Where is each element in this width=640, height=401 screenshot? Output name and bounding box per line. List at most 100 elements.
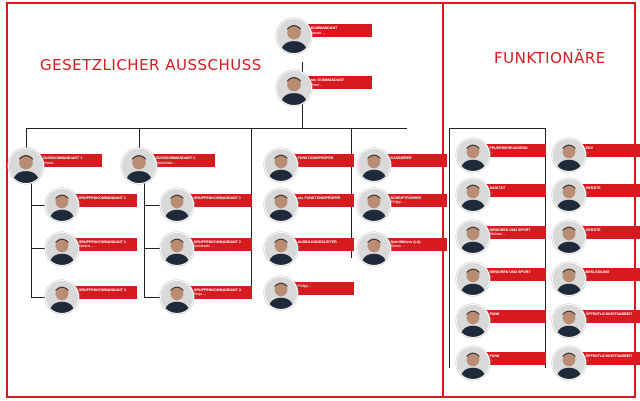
role-label: GERÄTE... <box>569 225 640 239</box>
person-name: Philipp ... <box>390 200 406 205</box>
person-card: FEUERWEHRJUGEND... <box>456 138 546 172</box>
person-name: ... <box>585 358 589 363</box>
role-title: ZUGSKOMMANDANT 1 <box>42 156 83 161</box>
role-title: GERÄTE <box>585 185 601 190</box>
person-photo-icon <box>456 178 490 212</box>
person-photo-icon <box>456 262 490 296</box>
role-label: Philipp ... <box>281 281 354 295</box>
person-photo-icon <box>357 232 391 266</box>
person-card: Philipp ... <box>264 276 354 310</box>
person-photo-icon <box>264 188 298 222</box>
role-title: GRUPPENKOMMANDANT 3 <box>78 287 126 292</box>
person-photo-icon <box>456 138 490 172</box>
role-label: EDV... <box>569 143 640 157</box>
connector-line <box>545 128 546 368</box>
role-label: GRUPPENKOMMANDANT 3... <box>62 285 137 299</box>
person-card: FUNKTIONSPRÜFER... <box>264 148 354 182</box>
person-name: Michael ... <box>489 232 506 237</box>
person-card: BEKLEIDUNG... <box>552 262 640 296</box>
role-title: KOMMANDANT <box>310 26 338 31</box>
person-name: ... <box>489 316 493 321</box>
person-card: SANITÄT... <box>456 178 546 212</box>
connector-line <box>351 168 352 258</box>
person-photo-icon <box>357 188 391 222</box>
connector-line <box>26 128 27 148</box>
connector-line <box>31 248 51 249</box>
connector-line <box>31 205 51 206</box>
person-name: Maximilian ... <box>155 160 177 165</box>
person-photo-icon <box>8 148 44 184</box>
connector-line <box>144 297 164 298</box>
role-label: ÖFFENTLICHKEITSARBEIT... <box>569 351 640 365</box>
person-photo-icon <box>552 220 586 254</box>
person-photo-icon <box>121 148 157 184</box>
person-name: ... <box>489 274 493 279</box>
role-label: GRUPPENKOMMANDANT 1... <box>177 193 252 207</box>
connector-line <box>31 297 51 298</box>
person-photo-icon <box>456 304 490 338</box>
role-title: GRUPPENKOMMANDANT 2 <box>193 239 241 244</box>
role-label: SANITÄT... <box>473 183 546 197</box>
role-title: FUNK <box>489 353 500 358</box>
person-card: FUNK... <box>456 304 546 338</box>
person-card: GRUPPENKOMMANDANT 3... <box>45 280 137 314</box>
role-label: stv. FUNKTIONSPRÜFER... <box>281 193 354 207</box>
person-card: stv. FUNKTIONSPRÜFER... <box>264 188 354 222</box>
role-label: KASSIERER... <box>374 153 447 167</box>
person-photo-icon <box>264 148 298 182</box>
role-title: FEUERWEHRJUGEND <box>489 145 528 150</box>
person-card: GRUPPENKOMMANDANT 1... <box>160 188 252 222</box>
connector-line <box>449 128 545 129</box>
person-name: ... <box>297 160 301 165</box>
role-title: SCHRIFTFÜHRER <box>390 195 422 200</box>
role-title: GRUPPENKOMMANDANT 2 <box>78 239 126 244</box>
person-photo-icon <box>160 280 194 314</box>
role-title: GERÄTE <box>585 227 601 232</box>
person-photo-icon <box>552 178 586 212</box>
person-card: GERÄTE... <box>552 220 640 254</box>
person-name: Markus ... <box>78 244 95 249</box>
role-title: ÖFFENTLICHKEITSARBEIT <box>585 311 633 316</box>
role-title: GRUPPENKOMMANDANT 1 <box>193 195 241 200</box>
role-title: ÖFFENTLICHKEITSARBEIT <box>585 353 633 358</box>
person-card: GERÄTE... <box>552 178 640 212</box>
person-photo-icon <box>45 280 79 314</box>
person-name: ... <box>297 244 301 249</box>
role-title: FUNK <box>489 311 500 316</box>
role-label: SENIOREN UND SPORT... <box>473 267 546 281</box>
right-section-title: FUNKTIONÄRE <box>494 49 606 67</box>
person-name: ... <box>585 150 589 155</box>
person-photo-icon <box>276 18 312 54</box>
person-photo-icon <box>160 188 194 222</box>
person-name: ... <box>489 190 493 195</box>
person-photo-icon <box>264 276 298 310</box>
person-photo-icon <box>45 232 79 266</box>
person-name: Ernest ... <box>42 160 58 165</box>
person-photo-icon <box>456 346 490 380</box>
person-name: Philipp ... <box>297 283 313 288</box>
connector-line <box>31 168 32 298</box>
role-label: ÖFFENTLICHKEITSARBEIT... <box>569 309 640 323</box>
person-name: ... <box>489 358 493 363</box>
role-label: GERÄTE... <box>569 183 640 197</box>
role-label: FEUERWEHRJUGEND... <box>473 143 546 157</box>
connector-line <box>351 128 352 168</box>
connector-line <box>144 205 164 206</box>
person-photo-icon <box>264 232 298 266</box>
connector-line <box>251 168 252 298</box>
person-card: Schriftführer (LA)Simon ... <box>357 232 447 266</box>
person-card: ÖFFENTLICHKEITSARBEIT... <box>552 304 640 338</box>
person-photo-icon <box>552 304 586 338</box>
person-card: EDV... <box>552 138 640 172</box>
person-card: SENIOREN UND SPORT... <box>456 262 546 296</box>
